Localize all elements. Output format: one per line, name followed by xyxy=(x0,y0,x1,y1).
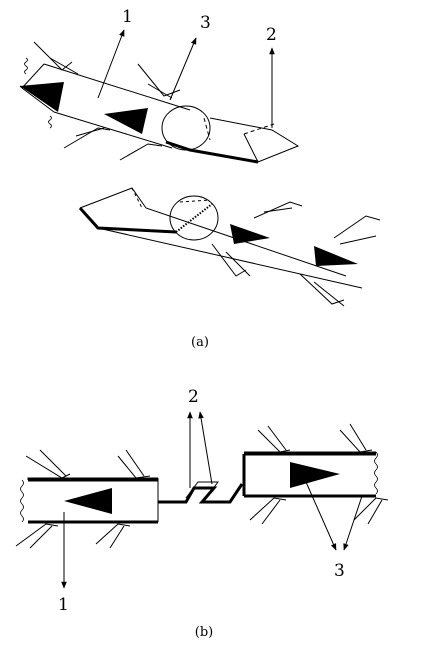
joint-link xyxy=(158,483,244,504)
lower-tube xyxy=(78,187,381,307)
cilium xyxy=(339,429,373,453)
cilium xyxy=(147,83,173,99)
direction-triangle-icon xyxy=(20,82,64,112)
cilium xyxy=(253,201,303,219)
cilium xyxy=(117,455,151,479)
cilium xyxy=(15,523,59,547)
label-2-arrow xyxy=(198,411,213,485)
panel-b: 1 2 3 (b) xyxy=(15,387,389,640)
cilium xyxy=(29,525,53,549)
direction-triangle-icon xyxy=(230,224,270,244)
cilium xyxy=(263,207,293,213)
cilium xyxy=(211,243,247,277)
caption-a: (a) xyxy=(191,335,209,350)
direction-triangle-icon xyxy=(290,462,340,488)
cilium xyxy=(257,429,291,453)
label-3: 3 xyxy=(334,561,345,581)
cilium xyxy=(267,425,287,451)
cilium xyxy=(333,215,381,239)
left-element xyxy=(15,449,159,549)
cilium xyxy=(25,455,71,479)
cilium xyxy=(249,497,287,521)
label-1: 1 xyxy=(122,7,133,27)
label-3-arrow xyxy=(343,495,363,551)
cilium xyxy=(39,449,67,477)
cilium xyxy=(353,497,389,521)
direction-triangle-icon xyxy=(314,246,358,266)
label-2: 2 xyxy=(188,387,199,407)
cilium xyxy=(95,523,131,545)
label-3-arrow xyxy=(169,37,197,101)
label-2: 2 xyxy=(266,25,277,45)
wavy-thread-icon xyxy=(24,57,28,75)
cilium xyxy=(75,127,105,137)
upper-tube xyxy=(19,41,300,164)
cilium xyxy=(313,281,345,307)
joint-plate xyxy=(185,481,219,499)
cilium xyxy=(349,423,367,451)
direction-triangle-icon xyxy=(64,488,112,514)
cilium xyxy=(225,251,251,277)
cilium xyxy=(109,525,125,549)
cross-section-circle xyxy=(169,195,219,241)
label-3-arrow xyxy=(305,481,337,551)
joint-plate xyxy=(209,117,300,163)
cilium xyxy=(339,235,377,245)
cilium xyxy=(33,41,73,71)
wavy-thread-icon xyxy=(48,115,52,129)
wavy-thread-icon xyxy=(20,479,24,523)
wavy-thread-icon xyxy=(374,451,378,495)
cilium xyxy=(137,63,181,97)
right-element xyxy=(242,423,389,525)
cilium xyxy=(63,127,111,149)
caption-b: (b) xyxy=(195,625,213,640)
label-3: 3 xyxy=(200,13,211,33)
label-1: 1 xyxy=(58,595,69,615)
cilium xyxy=(299,273,345,305)
label-1-arrow xyxy=(97,29,125,99)
cilium xyxy=(125,449,145,477)
direction-triangle-icon xyxy=(104,108,148,134)
cilium xyxy=(261,499,281,525)
cilium xyxy=(119,143,163,161)
panel-a: 1 3 2 (a) xyxy=(19,7,381,350)
cilium xyxy=(49,57,79,75)
cilium xyxy=(367,499,383,525)
